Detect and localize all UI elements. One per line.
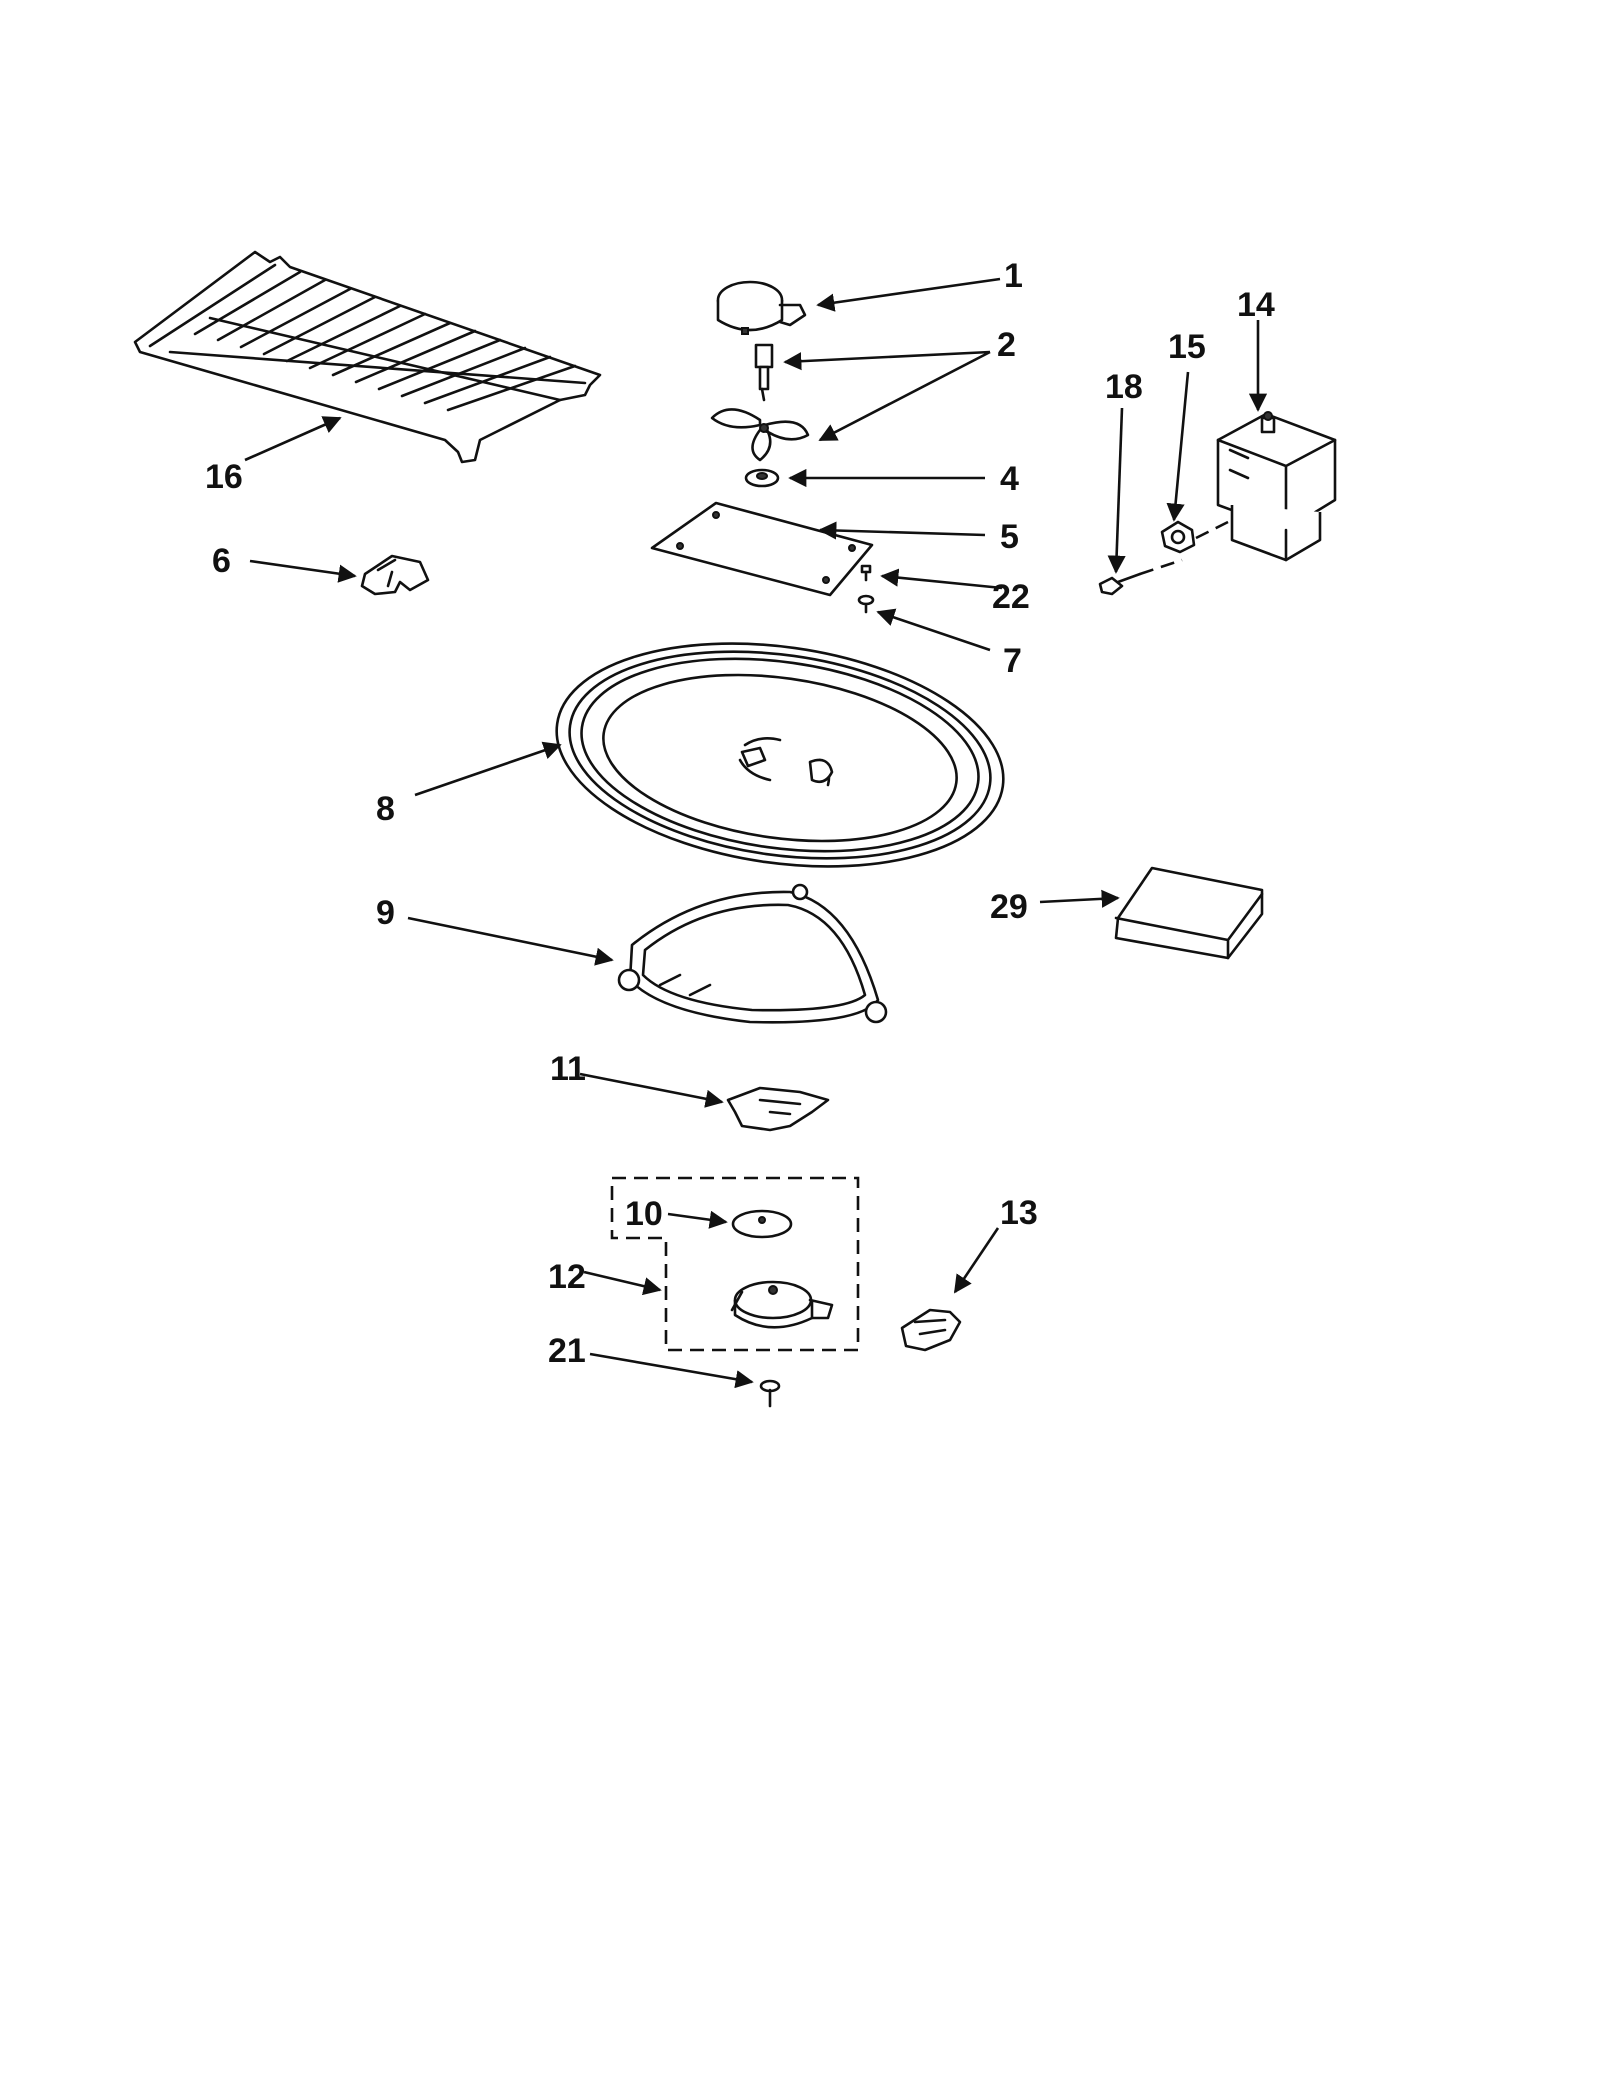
coupler-part: [726, 1086, 830, 1132]
screw-7-part: [857, 594, 875, 614]
callout-12: 12: [548, 1258, 586, 1296]
screw-21-part: [759, 1379, 781, 1408]
washer-part: [744, 468, 780, 488]
callout-10: 10: [625, 1195, 663, 1233]
fan-motor-part: [716, 280, 807, 335]
screw-18-part: [1098, 558, 1183, 596]
turntable-tray-part: [555, 642, 1005, 868]
drive-disc-part: [731, 1209, 793, 1239]
callout-21: 21: [548, 1332, 586, 1370]
kit-bracket-12: [610, 1176, 860, 1352]
thermal-fuse-part: [1160, 520, 1229, 554]
callout-4: 4: [1000, 460, 1019, 498]
callout-15: 15: [1168, 328, 1206, 366]
cover-plate-part: [650, 501, 874, 597]
callout-9: 9: [376, 894, 395, 932]
shaft-coupler-part: [754, 343, 774, 402]
waveguide-cover-part: [1114, 866, 1264, 960]
callout-18: 18: [1105, 368, 1143, 406]
roller-ring-part: [617, 883, 888, 1024]
oven-rack-part: [133, 250, 602, 464]
fan-blade-part: [710, 408, 810, 462]
callout-1: 1: [1004, 257, 1023, 295]
callout-2: 2: [997, 326, 1016, 364]
screw-22-part: [860, 564, 872, 582]
callout-16: 16: [205, 458, 243, 496]
callout-11: 11: [550, 1050, 586, 1088]
callout-8: 8: [376, 790, 395, 828]
magnetron-part: [1216, 411, 1337, 562]
callout-5: 5: [1000, 518, 1019, 556]
rack-support-part: [360, 554, 430, 596]
switch-part: [900, 1308, 962, 1352]
turntable-motor-part: [730, 1280, 834, 1329]
callout-6: 6: [212, 542, 231, 580]
callout-7: 7: [1003, 642, 1022, 680]
callout-14: 14: [1237, 286, 1275, 324]
callout-22: 22: [992, 578, 1030, 616]
callout-13: 13: [1000, 1194, 1038, 1232]
callout-29: 29: [990, 888, 1028, 926]
